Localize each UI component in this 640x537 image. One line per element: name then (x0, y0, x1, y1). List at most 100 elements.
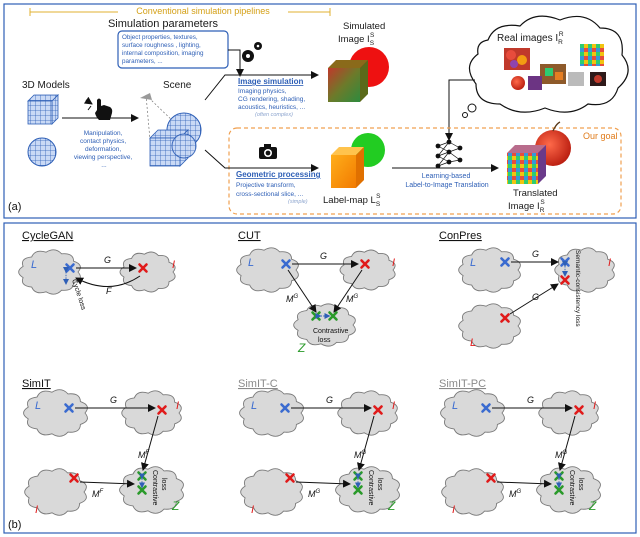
simit-source-point (64, 403, 74, 413)
conpres-source-point (500, 257, 510, 267)
simit-pc-M-bottom-label: MG (509, 489, 522, 499)
translation-text: Learning-based Label-to-Image Translatio… (405, 173, 488, 189)
model-cube-icon (27, 94, 59, 125)
simulated-image-label: Image ISS (338, 32, 375, 47)
label-map-graphic (331, 133, 385, 188)
image-sim-text: Imaging physics, CG rendering, shading, … (238, 88, 307, 111)
sim-params-text: Object properties, textures, surface rou… (122, 34, 205, 65)
simit-c-target-point (373, 405, 383, 415)
symbol-cut-L: L (248, 257, 254, 269)
cloud-simit-c-target (337, 390, 398, 436)
simit-M-top-arrow (141, 415, 159, 471)
simit-pc-contrastive-label: Contrastive (568, 470, 575, 506)
gears-icon (242, 42, 262, 62)
conventional-title: Conventional simulation pipelines (136, 6, 270, 16)
simit-c-M-top-arrow (357, 415, 375, 471)
our-goal-box (228, 127, 622, 215)
symbol-cyclegan-L: L (31, 259, 37, 271)
image-sim-note: (often complex) (255, 112, 293, 118)
symbol-simit-c-L: L (251, 400, 257, 412)
cut-loss-label: loss (318, 337, 331, 344)
cloud-simit-source (23, 389, 88, 437)
symbol-cyclegan-I: I (172, 259, 175, 271)
conpres-G-label-top: G (532, 249, 539, 259)
cut-target-point (360, 259, 370, 269)
cloud-conpres-source2 (458, 303, 521, 349)
simit-pc-source-point (481, 403, 491, 413)
cloud-simit-target (121, 390, 182, 436)
translated-label: Translated (513, 188, 558, 199)
real-to-translation-arrow (445, 79, 475, 141)
symbol-simit-c-I: I (392, 400, 395, 412)
simit-loss-label: loss (160, 478, 167, 491)
hand-pointer-icon (83, 96, 113, 120)
title-cut: CUT (238, 230, 261, 242)
image-sim-arrow (204, 71, 319, 101)
simit-c-source-point (280, 403, 290, 413)
symbol-simit-I: I (176, 400, 179, 412)
camera-icon (259, 144, 277, 159)
cloud-simit-feature (119, 466, 184, 514)
model-sphere-icon (27, 137, 57, 167)
simit-pc-loss-label: loss (577, 478, 584, 491)
bracket-title-bg (118, 5, 288, 17)
translated-image-label: Image IRS (508, 199, 545, 214)
translated-image-graphic (507, 121, 571, 184)
cloud-simit-pc-source (440, 389, 505, 437)
simit-pc-source2-point (486, 473, 496, 483)
symbol-simit-pc-I: I (593, 400, 596, 412)
real-images-label: Real images IRR (497, 31, 564, 46)
simit-target-point (157, 405, 167, 415)
title-simit-pc: SimIT-PC (439, 378, 486, 390)
cut-source-point (281, 259, 291, 269)
cut-M-left-arrow (287, 269, 317, 313)
cut-M-right-arrow (333, 269, 363, 313)
title-simit: SimIT (22, 378, 51, 390)
simit-M-top-label: MF (138, 450, 150, 460)
conpres-semantic-label: Semantic-consistency loss (574, 250, 581, 327)
simit-c-M-top-label: MG (354, 450, 367, 460)
conpres-G-label-bottom: G (532, 292, 539, 302)
simit-pc-target-point (574, 405, 584, 415)
simit-c-M-bottom-label: MG (308, 489, 321, 499)
conpres-G-arrow-bottom (509, 283, 559, 315)
cut-feature-point-b (328, 311, 338, 321)
cut-contrastive-label: Contrastive (313, 328, 349, 335)
cloud-cut-source (236, 247, 299, 293)
cut-M-right-label: MG (346, 294, 359, 304)
symbol-conpres-L2: L (470, 337, 476, 349)
simit-G-label: G (110, 395, 117, 405)
scene-label: Scene (163, 80, 192, 91)
manipulation-text: Manipulation, contact physics, deformati… (74, 130, 134, 169)
cyclegan-target-point (138, 263, 148, 273)
simit-contrastive-label: Contrastive (151, 470, 158, 506)
simit-M-bottom-arrow (79, 479, 135, 488)
title-simit-c: SimIT-C (238, 378, 278, 390)
conpres-target-point-b (560, 275, 570, 285)
panel-a-label: (a) (8, 201, 21, 213)
real-image-thumbnails (504, 44, 606, 90)
simit-c-G-label: G (326, 395, 333, 405)
symbol-conpres-L: L (470, 257, 476, 269)
cyclegan-F-arrow (75, 275, 141, 287)
panel-b-label: (b) (8, 519, 21, 531)
cloud-simit-pc-target (538, 390, 599, 436)
scene-objects (140, 93, 202, 167)
label-map-label: Label-map LSS (323, 193, 381, 208)
simulated-label: Simulated (343, 21, 385, 32)
cyclegan-F-label: F (106, 286, 112, 296)
simit-pc-M-bottom-arrow (496, 479, 552, 488)
params-arrow (228, 49, 244, 77)
cloud-simit-pc-feature (536, 466, 601, 514)
image-sim-title: Image simulation (238, 77, 303, 86)
simit-Z-label: Z (171, 499, 180, 513)
sim-params-title: Simulation parameters (108, 18, 219, 30)
symbol-simit-c-I2: I (251, 504, 254, 516)
simit-pc-Z-label: Z (588, 499, 597, 513)
title-cyclegan: CycleGAN (22, 230, 73, 242)
simit-c-source2-point (285, 473, 295, 483)
cut-G-label: G (320, 251, 327, 261)
title-conpres: ConPres (439, 230, 482, 242)
